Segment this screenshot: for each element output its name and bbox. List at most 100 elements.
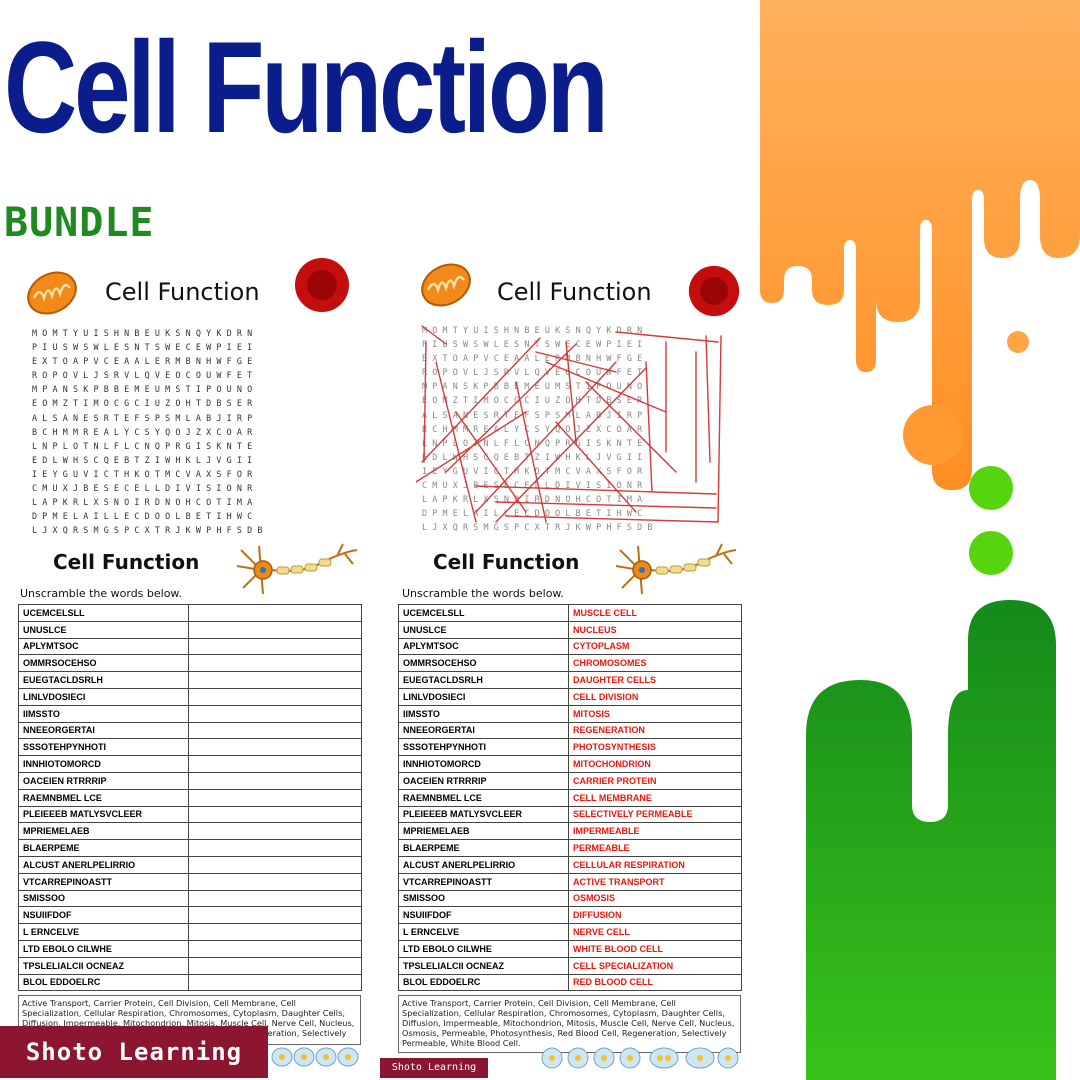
- answer-blank[interactable]: [188, 889, 362, 908]
- answer-word: CELL DIVISION: [568, 687, 742, 706]
- scrambled-word: OACEIEN RTRRRIP: [398, 771, 569, 790]
- answer-word: DIFFUSION: [568, 906, 742, 925]
- grid-row: EOMZTIMOCGCIUZOHTDBSER: [32, 398, 258, 409]
- grid-row: IEYGUVICTHKOTMCVAXSFOR: [32, 468, 258, 479]
- answer-blank[interactable]: [188, 939, 362, 958]
- scrambled-word: NNEEORGERTAI: [398, 721, 569, 740]
- grid-row: LJXQRSMGSPCXTRJKWPHFSDB: [422, 522, 658, 531]
- answer-blank[interactable]: [188, 906, 362, 925]
- answer-blank[interactable]: [188, 620, 362, 639]
- scrambled-word: LTD EBOLO CILWHE: [398, 939, 569, 958]
- scrambled-word: OACEIEN RTRRRIP: [18, 771, 189, 790]
- neuron-icon: [236, 543, 358, 595]
- grid-row: BCHMMREALYCSYQOJZXCOAR: [32, 426, 258, 437]
- grid-row: EXTOAPVCEAALERMBNHWFGE: [422, 353, 648, 364]
- answer-word: NUCLEUS: [568, 620, 742, 639]
- answer-blank[interactable]: [188, 822, 362, 841]
- scrambled-word: INNHIOTOMORCD: [398, 755, 569, 773]
- answer-blank[interactable]: [188, 805, 362, 824]
- table-row: TPSLELIALCII OCNEAZ: [18, 956, 362, 975]
- answer-word: NERVE CELL: [568, 923, 742, 941]
- table-row: SMISSOO: [18, 889, 362, 908]
- table-row: INNHIOTOMORCD: [18, 755, 362, 773]
- page-title: Cell Function: [4, 14, 609, 160]
- answer-blank[interactable]: [188, 687, 362, 706]
- answer-blank[interactable]: [188, 738, 362, 757]
- scrambled-word: PLEIEEEB MATLYSVCLEER: [18, 805, 189, 824]
- answer-blank[interactable]: [188, 855, 362, 874]
- scrambled-word: VTCARREPINOASTT: [18, 872, 189, 891]
- grid-row: DPMELAILLECDOOLBETIHWC: [422, 508, 648, 519]
- mitochondria-icon: [27, 271, 77, 315]
- red-blood-cell-icon: [688, 265, 740, 317]
- scrambled-word: MPRIEMELAEB: [18, 822, 189, 841]
- scrambled-word: NSUIIFDOF: [398, 906, 569, 925]
- grid-row: LNPLOTNLFLCNQPRGISKNTE: [32, 440, 258, 451]
- answer-word: CELL SPECIALIZATION: [568, 956, 742, 975]
- scrambled-word: SMISSOO: [18, 889, 189, 908]
- answer-blank[interactable]: [188, 604, 362, 622]
- red-blood-cell-icon: [295, 258, 349, 312]
- grid-row: LJXQRSMGSPCXTRJKWPHFSDB: [32, 525, 268, 534]
- table-row: ALCUST ANERLPELIRRIO: [18, 855, 362, 874]
- answer-blank[interactable]: [188, 704, 362, 723]
- answer-blank[interactable]: [188, 788, 362, 807]
- answer-blank[interactable]: [188, 973, 362, 992]
- answer-word: CYTOPLASM: [568, 637, 742, 656]
- answer-word: PHOTOSYNTHESIS: [568, 738, 742, 757]
- scrambled-word: LINLVDOSIECI: [18, 687, 189, 706]
- answer-blank[interactable]: [188, 637, 362, 656]
- table-row: OMMRSOCEHSO: [18, 654, 362, 673]
- scrambled-word: BLAERPEME: [398, 839, 569, 857]
- answer-word: WHITE BLOOD CELL: [568, 939, 742, 958]
- worksheet-answer-instructions: Unscramble the words below.: [402, 587, 564, 600]
- answer-blank[interactable]: [188, 923, 362, 941]
- scrambled-word: OMMRSOCEHSO: [18, 654, 189, 673]
- answer-blank[interactable]: [188, 671, 362, 689]
- scrambled-word: LTD EBOLO CILWHE: [18, 939, 189, 958]
- grid-row: BCHMMREALYCSYQOJZXCOAR: [422, 423, 648, 434]
- answer-word: ACTIVE TRANSPORT: [568, 872, 742, 891]
- table-row: BLAERPEME: [18, 839, 362, 857]
- table-row: UCEMCELSLL: [18, 604, 362, 622]
- neuron-icon: [615, 543, 737, 595]
- answer-word: MITOSIS: [568, 704, 742, 723]
- scrambled-word: BLOL EDDOELRC: [398, 973, 569, 992]
- grid-row: ALSANESRTEFSPSMLABJIRP: [422, 409, 648, 420]
- answer-blank[interactable]: [188, 771, 362, 790]
- table-row: OACEIEN RTRRRIP: [18, 771, 362, 790]
- answer-blank[interactable]: [188, 654, 362, 673]
- green-blobs: [806, 466, 1056, 1080]
- answer-blank[interactable]: [188, 755, 362, 773]
- answer-blank[interactable]: [188, 956, 362, 975]
- scrambled-word: UCEMCELSLL: [398, 604, 569, 622]
- scrambled-word: SSSOTEHPYNHOTI: [398, 738, 569, 757]
- scrambled-word: APLYMTSOC: [398, 637, 569, 656]
- answer-blank[interactable]: [188, 872, 362, 891]
- worksheet-title: Cell Function: [53, 550, 200, 574]
- answer-word: MUSCLE CELL: [568, 604, 742, 622]
- mitochondria-icon: [421, 263, 471, 307]
- answer-word: PERMEABLE: [568, 839, 742, 857]
- answer-blank[interactable]: [188, 721, 362, 740]
- scrambled-word: MPRIEMELAEB: [398, 822, 569, 841]
- scrambled-word: IIMSSTO: [18, 704, 189, 723]
- scrambled-word: TPSLELIALCII OCNEAZ: [18, 956, 189, 975]
- table-row: SSSOTEHPYNHOTI: [18, 738, 362, 757]
- table-row: RAEMNBMEL LCE: [18, 788, 362, 807]
- scrambled-word: VTCARREPINOASTT: [398, 872, 569, 891]
- scrambled-word: RAEMNBMEL LCE: [398, 788, 569, 807]
- table-row: VTCARREPINOASTT: [18, 872, 362, 891]
- answer-blank[interactable]: [188, 839, 362, 857]
